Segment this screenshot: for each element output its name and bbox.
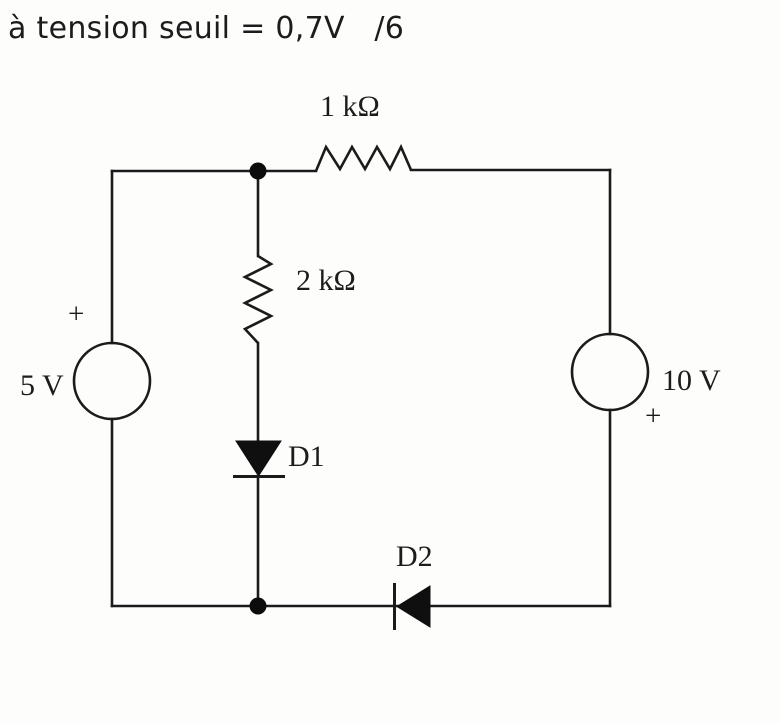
voltage-source-v1-label: 5 V [20,369,64,402]
resistor-r1-label: 1 kΩ [320,90,380,123]
voltage-source-v1-circle [72,341,152,421]
voltage-source-v2-circle [570,332,650,412]
voltage-source-v2: + 10 V [570,332,721,432]
diode-d2-triangle [396,585,431,628]
resistor-r1: 1 kΩ [314,90,413,172]
voltage-source-v1-plus-sign: + [68,298,84,330]
junction-dot-top [249,162,267,180]
resistor-r2-label: 2 kΩ [296,264,356,297]
junction-dot-bottom [249,597,267,615]
voltage-source-v2-plus-sign: + [645,400,661,432]
resistor-r1-zigzag [314,143,413,172]
diode-d1-label: D1 [288,440,325,473]
diode-d1-triangle [235,440,282,477]
resistor-r2: 2 kΩ [242,254,356,344]
diode-d2-label: D2 [396,540,433,573]
diode-d2: D2 [393,540,433,630]
resistor-r2-zigzag [242,254,274,344]
voltage-source-v1: + 5 V [20,298,152,421]
wires [110,168,612,608]
diode-d1: D1 [233,440,325,478]
page-title: à tension seuil = 0,7V /6 [8,11,405,46]
voltage-source-v2-label: 10 V [662,364,721,397]
